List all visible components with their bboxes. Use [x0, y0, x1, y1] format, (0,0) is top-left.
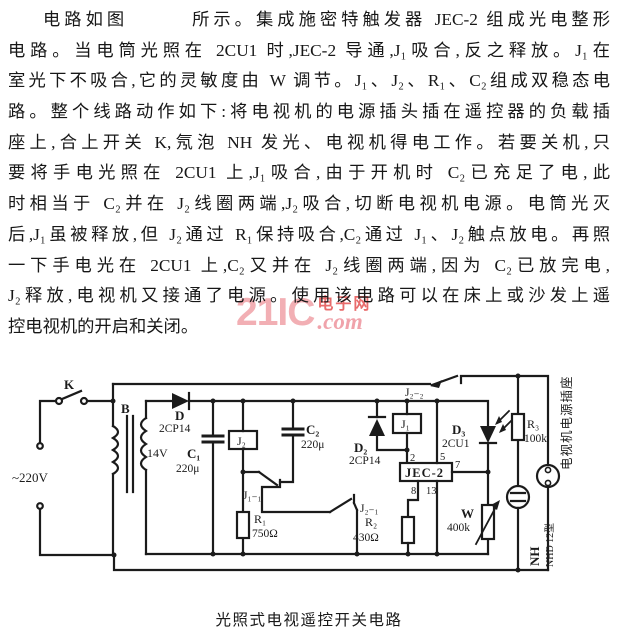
text-line: 电路如图 所示。集成施密特触发器 JEC-2 组成光电整形 — [43, 10, 610, 29]
tv-power-socket: 电视机电源插座 — [535, 375, 574, 572]
resistor-r2-value: 430Ω — [353, 532, 379, 544]
transformer-label: B — [121, 401, 130, 416]
ic-pin8-label: 8 — [411, 486, 416, 497]
text-line: 路。整个线路动作如下:将电视机的电源插头插在遥控器的负载插 — [8, 102, 610, 122]
ic-pin5-label: 5 — [440, 452, 445, 463]
diode-d2-label: D₂ — [354, 440, 367, 455]
neon-lamp-nh: NH NHD 12型 — [505, 484, 556, 572]
capacitor-c2-label: C₂ — [306, 422, 319, 437]
figure-caption: 光照式电视遥控开关电路 — [215, 612, 403, 629]
photodiode-d3-label: D₃ — [452, 422, 465, 437]
watermark-right: 电子网 .com — [317, 296, 372, 334]
text-line: 时相当于 C₂并在 J₂线圈两端,J₂吸合,切断电视机电源。电筒光灭 — [8, 194, 610, 214]
diode-d2-type-label: 2CP14 — [349, 455, 381, 467]
text-line: 后,J₁虽被释放,但 J₂通过 R₁保持吸合,C₂通过 J₁、J₂触点放电。再照 — [8, 224, 610, 244]
watermark-logo: 21IC — [236, 291, 315, 334]
neon-lamp-nh-type-label: NHD 12型 — [543, 523, 556, 567]
photodiode-d3-type-label: 2CU1 — [442, 438, 470, 450]
photodiode-d3: D₃ 2CU1 — [442, 409, 515, 474]
circuit-diagram: K ~220V B 14V J₂₋₂ D — [12, 373, 574, 573]
watermark-site-name: 电子网 — [317, 296, 372, 313]
switch-k-label: K — [64, 377, 75, 392]
watermark-domain: .com — [317, 309, 363, 334]
ic-jec2: JEC-2 2 5 7 8 13 — [398, 399, 490, 556]
text-line: 电路。当电筒光照在 2CU1 时,JEC-2 导通,J₁吸合,反之释放。J₁在 — [8, 40, 610, 60]
diode-d2: D₂ 2CP14 — [349, 399, 409, 467]
text-line: 座上,合上开关 K,氖泡 NH 发光、电视机得电工作。若要关机,只 — [8, 132, 610, 152]
capacitor-c1: C₁ 220μ — [176, 399, 225, 556]
capacitor-c1-label: C₁ — [187, 446, 200, 461]
resistor-r3-value: 100k — [524, 433, 547, 445]
relay-contact-j2-1: J₂₋₁ — [328, 493, 379, 556]
diode-d-label: D — [175, 408, 184, 423]
ic-pin13-label: 13 — [426, 486, 437, 497]
junction-dots — [110, 373, 521, 573]
relay-contact-j1-1: J₁₋₁ — [241, 470, 332, 514]
resistor-r2-label: R₂ — [365, 515, 377, 529]
potentiometer-w-label: W — [461, 506, 474, 521]
relay-coil-j2: J₂ — [227, 399, 259, 474]
relay-contact-j2-2-label: J₂₋₂ — [405, 387, 424, 399]
ic-jec2-label: JEC-2 — [405, 466, 444, 480]
secondary-voltage-label: 14V — [147, 446, 168, 460]
transformer: B 14V — [110, 382, 168, 557]
ground-rails — [112, 552, 550, 572]
text-line: J₂释放,电视机又接通了电源。使用该电路可以在床上或沙发上遥 — [8, 286, 610, 306]
resistor-r1-label: R₁ — [254, 512, 266, 526]
capacitor-c1-value: 220μ — [176, 463, 199, 475]
relay-coil-j1-label: J₁ — [401, 417, 410, 431]
text-line: 要将手电光照在 2CU1 上,J₁吸合,由于开机时 C₂已充足了电,此 — [8, 163, 610, 183]
relay-contact-j2-2: J₂₋₂ — [111, 374, 550, 467]
resistor-r2: R₂ 430Ω — [353, 515, 416, 556]
potentiometer-w-value: 400k — [447, 522, 470, 534]
mains-voltage-label: ~220V — [12, 470, 49, 485]
relay-coil-j1: J₁ — [391, 399, 423, 465]
paragraph: 电路如图 所示。集成施密特触发器 JEC-2 组成光电整形 电路。当电筒光照在 … — [8, 5, 610, 343]
ic-pin2-label: 2 — [410, 453, 415, 464]
switch-k: K ~220V — [12, 377, 115, 557]
resistor-r1: R₁ 750Ω — [235, 470, 278, 556]
tv-socket-label: 电视机电源插座 — [559, 375, 574, 470]
diode-d-type-label: 2CP14 — [159, 423, 191, 435]
relay-coil-j2-label: J₂ — [237, 434, 246, 448]
neon-lamp-nh-label: NH — [527, 547, 542, 567]
watermark: 21IC 电子网 .com — [236, 291, 372, 334]
relay-contact-j1-1-label: J₁₋₁ — [243, 490, 262, 502]
relay-contact-j2-1-label: J₂₋₁ — [360, 503, 379, 515]
ic-pin7-label: 7 — [455, 460, 460, 471]
resistor-r3: R₃ 100k — [510, 374, 547, 488]
text-line: 控电视机的开启和关闭。 — [8, 316, 199, 336]
resistor-r3-label: R₃ — [527, 417, 539, 431]
capacitor-c2-value: 220μ — [301, 439, 324, 451]
resistor-r1-value: 750Ω — [252, 528, 278, 540]
text-line: 室光下不吸合,它的灵敏度由 W 调节。J₁、J₂、R₁、C₂组成双稳态电 — [8, 71, 610, 91]
text-line: 一下手电光在 2CU1 上,C₂又并在 J₂线圈两端,因为 C₂已放完电, — [8, 255, 610, 275]
potentiometer-w: W 400k — [447, 470, 500, 556]
capacitor-c2: C₂ 220μ — [278, 399, 324, 484]
